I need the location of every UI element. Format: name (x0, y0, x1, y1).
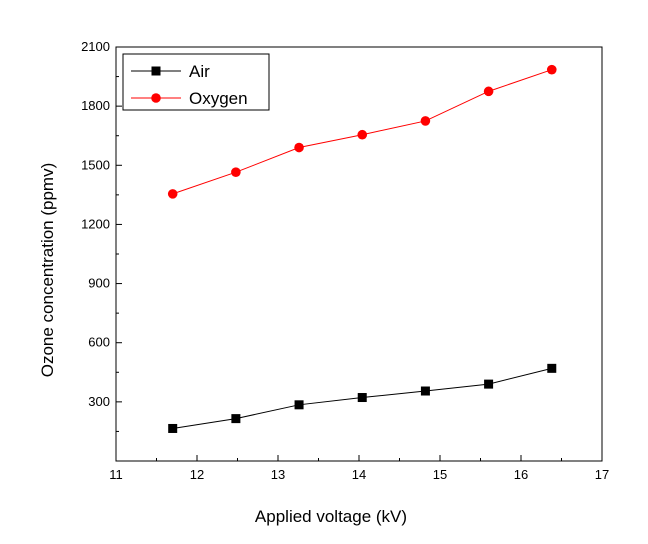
x-tick-label: 12 (190, 467, 204, 482)
x-axis: 11 12 13 14 15 16 17 (109, 455, 609, 482)
x-axis-title: Applied voltage (kV) (255, 507, 407, 526)
series-layer (167, 64, 557, 433)
legend-marker-oxygen (151, 93, 161, 103)
y-axis-title: Ozone concentration (ppmv) (38, 163, 57, 378)
legend-item-air: Air (131, 62, 210, 81)
data-point-air (168, 423, 178, 433)
y-tick-label: 300 (88, 394, 110, 409)
data-point-oxygen (231, 167, 241, 177)
data-point-oxygen (167, 189, 178, 199)
legend-label-oxygen: Oxygen (189, 89, 248, 108)
x-tick-label: 11 (109, 467, 123, 482)
series-oxygen (167, 64, 557, 199)
y-tick-label: 600 (88, 335, 110, 350)
legend-label-air: Air (189, 62, 210, 81)
data-point-oxygen (420, 116, 431, 126)
data-point-oxygen (483, 86, 494, 97)
data-point-oxygen (546, 64, 557, 75)
data-point-air (547, 363, 557, 373)
x-tick-label: 13 (271, 467, 285, 482)
data-point-air (484, 379, 494, 389)
x-tick-label: 17 (595, 467, 609, 482)
y-tick-label: 1200 (81, 216, 110, 231)
series-air (168, 363, 557, 433)
y-axis: 300 600 900 1200 1500 1800 2100 (81, 39, 122, 432)
y-tick-label: 900 (88, 276, 110, 291)
data-point-air (357, 393, 367, 403)
y-tick-label: 1800 (81, 98, 110, 113)
legend-marker-air (151, 66, 161, 76)
legend-item-oxygen: Oxygen (131, 89, 248, 108)
y-tick-label: 1500 (81, 157, 110, 172)
data-point-oxygen (294, 142, 304, 153)
data-point-air (420, 386, 430, 396)
legend-box (122, 53, 270, 111)
data-point-air (231, 414, 241, 424)
y-tick-label: 2100 (81, 39, 110, 54)
data-point-air (294, 400, 304, 410)
x-tick-label: 14 (352, 467, 366, 482)
x-tick-label: 15 (433, 467, 447, 482)
x-tick-label: 16 (514, 467, 528, 482)
data-point-oxygen (357, 129, 368, 140)
